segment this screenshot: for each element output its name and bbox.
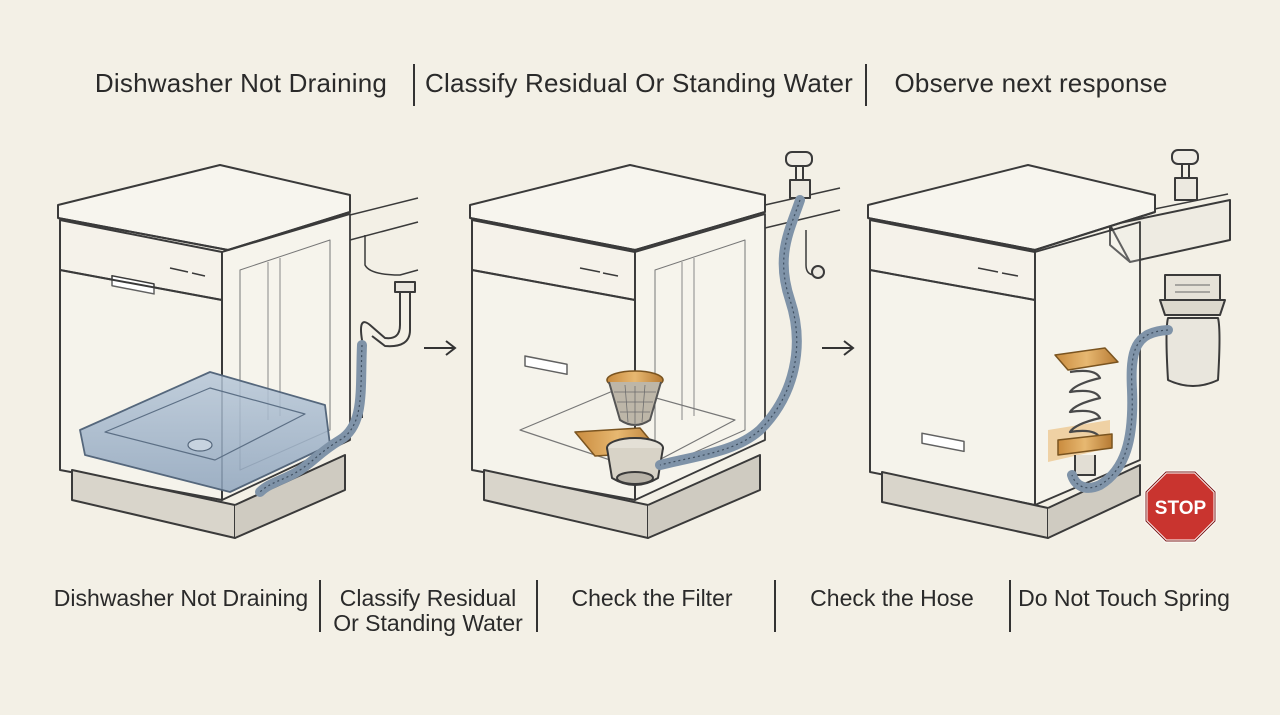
- header-steps: Dishwasher Not Draining Classify Residua…: [0, 62, 1280, 110]
- header-step-3: Observe next response: [894, 68, 1168, 98]
- footer-step-4: Check the Hose: [810, 586, 974, 611]
- footer-step-1: Dishwasher Not Draining: [54, 586, 308, 611]
- footer-step-5: Do Not Touch Spring: [1018, 586, 1230, 611]
- footer-step-2-line-1: Classify Residual: [339, 585, 517, 611]
- footer-divider: [774, 580, 776, 632]
- footer-divider: [536, 580, 538, 632]
- footer-step-1-line: Dishwasher Not Draining: [53, 585, 309, 611]
- header-step-2: Classify Residual Or Standing Water: [425, 68, 853, 98]
- footer-step-2: Classify Residual Or Standing Water: [333, 586, 523, 636]
- footer-step-5-line: Do Not Touch Spring: [1018, 585, 1230, 611]
- panel-3-dishwasher-spring: [867, 149, 1231, 539]
- footer-step-4-line: Check the Hose: [810, 585, 974, 611]
- footer-divider: [319, 580, 321, 632]
- footer-steps: Dishwasher Not Draining Classify Residua…: [0, 578, 1280, 638]
- panel-1-dishwasher-water: [57, 164, 419, 539]
- footer-step-2-line-2: Or Standing Water: [333, 610, 523, 636]
- stop-sign-label: STOP: [1155, 498, 1207, 519]
- footer-step-3: Check the Filter: [571, 586, 732, 611]
- header-step-1: Dishwasher Not Draining: [94, 68, 388, 98]
- arrow-right-icon: [822, 340, 855, 356]
- arrow-right-icon: [424, 340, 457, 356]
- footer-divider: [1009, 580, 1011, 632]
- footer-step-3-line: Check the Filter: [571, 585, 733, 611]
- header-divider: [413, 64, 415, 106]
- stop-sign-icon: STOP: [1144, 470, 1217, 543]
- panel-2-dishwasher-filter: [469, 151, 841, 539]
- header-divider: [865, 64, 867, 106]
